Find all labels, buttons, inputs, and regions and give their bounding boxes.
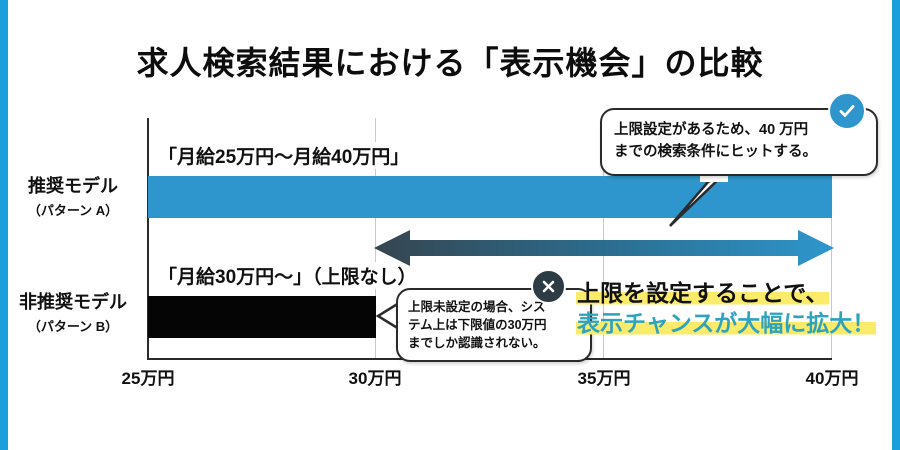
gridline-30 (375, 118, 376, 358)
category-label-pattern-a: 推奨モデル （パターン A） (0, 172, 146, 219)
callout-tail-top (669, 176, 728, 227)
page-title: 求人検索結果における「表示機会」の比較 (136, 45, 764, 81)
callout-positive-line1: 上限設定があるため、40 万円 (614, 122, 809, 138)
range-arrow-icon (374, 230, 834, 266)
key-message-line1-text: 上限を設定することで、 (576, 280, 830, 306)
key-message-line1: 上限を設定することで、 (576, 278, 876, 308)
bar-pattern-a (148, 176, 832, 218)
category-label-main-a: 推奨モデル (28, 176, 118, 196)
callout-negative-line3: までしか認識されない。 (408, 336, 546, 351)
category-label-sub-b: （パターン B） (27, 319, 119, 334)
right-accent-strip (892, 0, 900, 450)
x-tick-label-40: 40万円 (805, 369, 859, 388)
gridline-35 (603, 118, 604, 358)
category-label-pattern-b: 非推奨モデル （パターン B） (0, 288, 146, 335)
key-message: 上限を設定することで、 表示チャンスが大幅に拡大！ (576, 278, 877, 339)
key-message-line2: 表示チャンスが大幅に拡大！ (576, 308, 877, 338)
bar-caption-pattern-b: 「月給30万円〜」（上限なし） (156, 262, 419, 289)
x-tick-label-35: 35万円 (577, 369, 631, 388)
callout-negative: 上限未設定の場合、シス テム上は下限値の30万円 までしか認識されない。 (396, 288, 592, 363)
check-icon (828, 92, 866, 130)
callout-positive-line2: までの検索条件にヒットする。 (614, 143, 817, 160)
x-tick-label-25: 25万円 (121, 369, 175, 388)
left-accent-strip (0, 0, 8, 450)
close-icon (531, 269, 566, 304)
y-axis-line (147, 118, 149, 360)
gridline-40 (831, 118, 832, 358)
callout-negative-line1: 上限未設定の場合、シス (408, 300, 546, 314)
bar-pattern-b (148, 296, 376, 338)
bar-caption-pattern-a: 「月給25万円〜月給40万円」 (156, 142, 412, 169)
check-glyph (839, 105, 855, 117)
key-message-line2-text: 表示チャンスが大幅に拡大！ (576, 310, 877, 337)
x-tick-label-30: 30万円 (348, 369, 402, 388)
close-glyph (542, 280, 555, 293)
callout-negative-line2: テム上は下限値の30万円 (408, 318, 547, 333)
category-label-sub-a: （パターン A） (27, 203, 119, 218)
category-label-main-b: 非推奨モデル (19, 292, 127, 312)
